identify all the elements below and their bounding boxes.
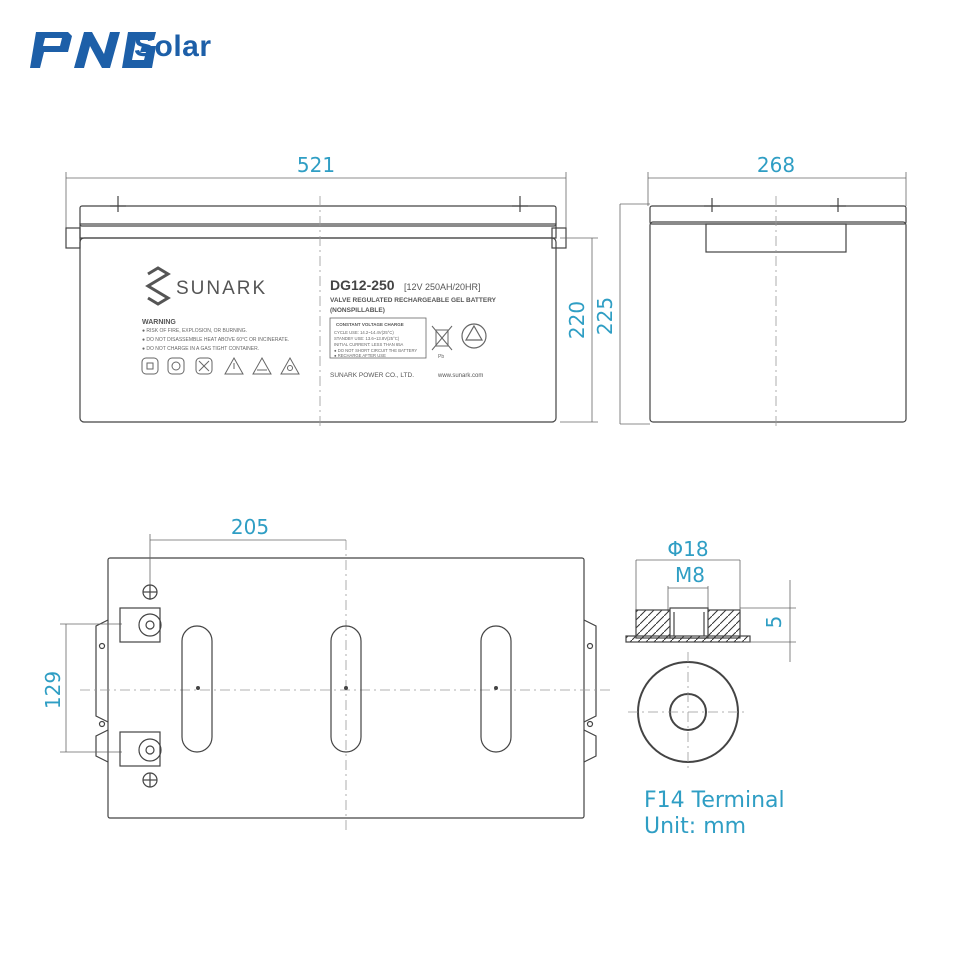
dim-front-width: 521 <box>297 153 335 177</box>
dim-height-total: 225 <box>593 297 617 335</box>
slot-markers <box>196 686 498 690</box>
dim-terminal-depth: 5 <box>762 616 786 629</box>
warning-triangle-icon <box>224 356 244 375</box>
label-rating: [12V 250AH/20HR] <box>404 282 481 292</box>
label-warning-title: WARNING <box>142 319 176 326</box>
no-bin-icon <box>431 325 453 351</box>
company-website: www.sunark.com <box>437 373 483 379</box>
terminal-section-view <box>625 559 796 662</box>
charge-info-box <box>329 317 427 359</box>
charge-line-4: ● DO NOT SHORT CIRCUIT THE BATTERY <box>334 348 417 353</box>
png-logo <box>30 32 156 68</box>
dim-side-depth: 268 <box>757 153 795 177</box>
dim-terminal-spacing: 129 <box>41 671 65 709</box>
recycle-code: Pb <box>438 354 444 360</box>
side-view <box>620 172 907 430</box>
terminal-top-view <box>628 652 748 772</box>
top-view <box>60 534 612 830</box>
label-model: DG12-250 <box>330 277 395 293</box>
dim-height-container: 220 <box>565 301 589 339</box>
dim-terminal-diameter: Φ18 <box>667 537 708 561</box>
front-view <box>65 172 621 430</box>
label-type-1: VALVE REGULATED RECHARGEABLE GEL BATTERY <box>330 297 497 304</box>
explosive-icon <box>280 356 300 375</box>
read-manual-icon <box>141 357 159 375</box>
dim-terminal-offset: 205 <box>231 515 269 539</box>
safety-icons <box>141 356 300 375</box>
label-warning-2: ● DO NOT DISASSEMBLE HEAT ABOVE 60°C OR … <box>142 337 289 343</box>
eye-protection-icon <box>167 357 185 375</box>
recycle-icon <box>461 323 487 349</box>
corrosive-icon <box>252 356 272 375</box>
label-brand: SUNARK <box>176 278 267 299</box>
brand-name: Solar <box>134 30 212 63</box>
unit-caption: Unit: mm <box>644 814 747 839</box>
company-name: SUNARK POWER CO., LTD. <box>330 372 414 379</box>
charge-title: CONSTANT VOLTAGE CHARGE <box>336 322 404 327</box>
charge-line-2: STANDBY USE: 13.6~13.8V(25°C) <box>334 336 400 341</box>
label-warning-3: ● DO NOT CHARGE IN A GAS TIGHT CONTAINER… <box>142 346 259 352</box>
terminal-caption: F14 Terminal <box>644 788 785 813</box>
no-disposal-icon <box>195 357 213 375</box>
sunark-logo-icon <box>145 266 171 306</box>
label-warning-1: ● RISK OF FIRE, EXPLOSION, OR BURNING. <box>142 328 247 334</box>
charge-line-3: INITIAL CURRENT: LESS THAN 65A <box>334 342 404 347</box>
charge-line-1: CYCLE USE: 14.2~14.4V(25°C) <box>334 330 394 335</box>
battery-label: SUNARK DG12-250 [12V 250AH/20HR] VALVE R… <box>141 266 497 379</box>
charge-line-5: ● RECHARGE AFTER USE <box>334 353 386 358</box>
label-type-2: (NONSPILLABLE) <box>330 307 385 314</box>
dim-terminal-thread: M8 <box>675 563 705 587</box>
